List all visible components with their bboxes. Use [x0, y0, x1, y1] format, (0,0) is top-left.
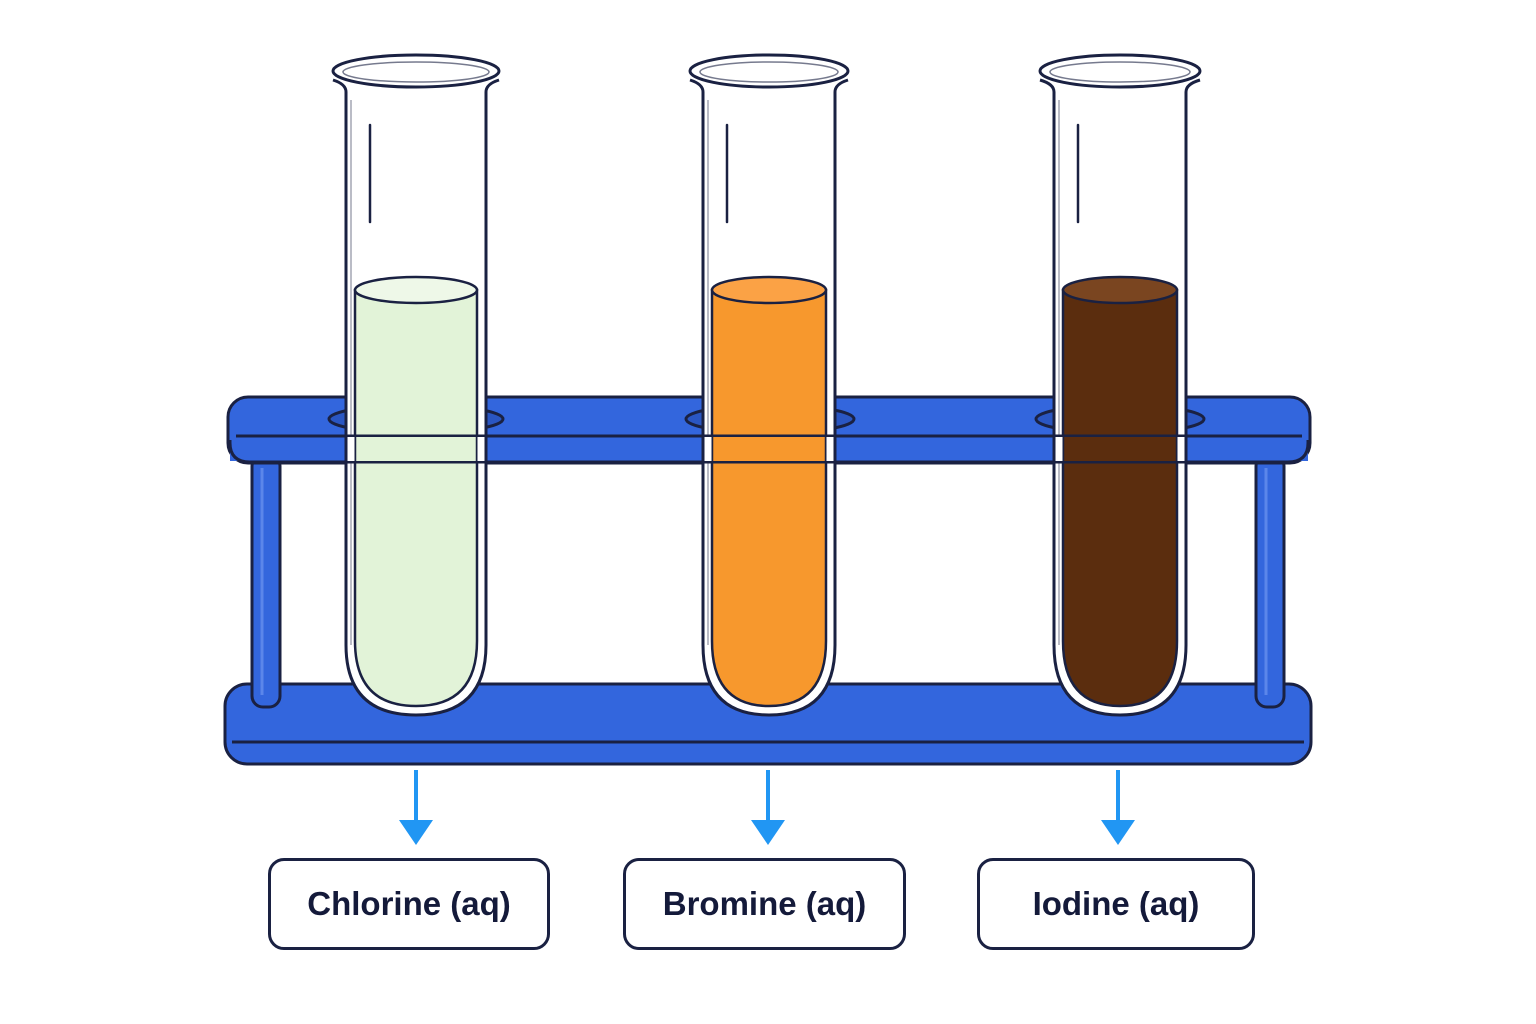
tube-lip-right	[484, 78, 500, 93]
tube-rim	[1038, 53, 1202, 89]
test-tube-chlorine	[331, 53, 501, 717]
label-arrows	[399, 770, 1135, 845]
arrow-down-icon	[399, 770, 433, 845]
rack-front-segment	[1191, 437, 1308, 461]
arrow-down-icon	[751, 770, 785, 845]
rack-front-segment	[841, 437, 1050, 461]
tube-rim-inner	[1049, 61, 1191, 83]
test-tubes	[331, 53, 1202, 717]
rack-front-bottom	[228, 440, 1310, 464]
liquid-front-segment	[1063, 437, 1177, 461]
tube-lip-left	[689, 78, 705, 93]
label-chlorine: Chlorine (aq)	[268, 858, 550, 950]
tube-rim	[688, 53, 850, 89]
rack-front-segment	[230, 437, 345, 461]
rack-post-right	[1254, 453, 1286, 709]
liquid-front-segment	[712, 437, 826, 461]
tube-lip-left	[1039, 78, 1056, 93]
label-iodine: Iodine (aq)	[977, 858, 1255, 950]
test-tube-iodine	[1038, 53, 1202, 717]
liquid-front-segment	[355, 437, 477, 461]
rack-front-segment	[487, 437, 699, 461]
liquid-chlorine	[353, 288, 479, 708]
liquid-bromine	[710, 288, 828, 708]
test-tube-bromine	[688, 53, 850, 717]
liquid-surface	[710, 275, 828, 305]
liquid-iodine	[1061, 288, 1179, 708]
tube-lip-left	[332, 78, 348, 93]
liquid-surface	[1061, 275, 1179, 305]
rack-front-bar	[228, 434, 1310, 464]
liquid-surface	[353, 275, 479, 305]
tube-rim-inner	[699, 61, 839, 83]
arrow-down-icon	[1101, 770, 1135, 845]
tube-rim-inner	[342, 61, 490, 83]
tube-lip-right	[1184, 78, 1201, 93]
tube-rim	[331, 53, 501, 89]
tube-lip-right	[833, 78, 849, 93]
rack-post-left	[250, 453, 282, 709]
label-bromine: Bromine (aq)	[623, 858, 906, 950]
